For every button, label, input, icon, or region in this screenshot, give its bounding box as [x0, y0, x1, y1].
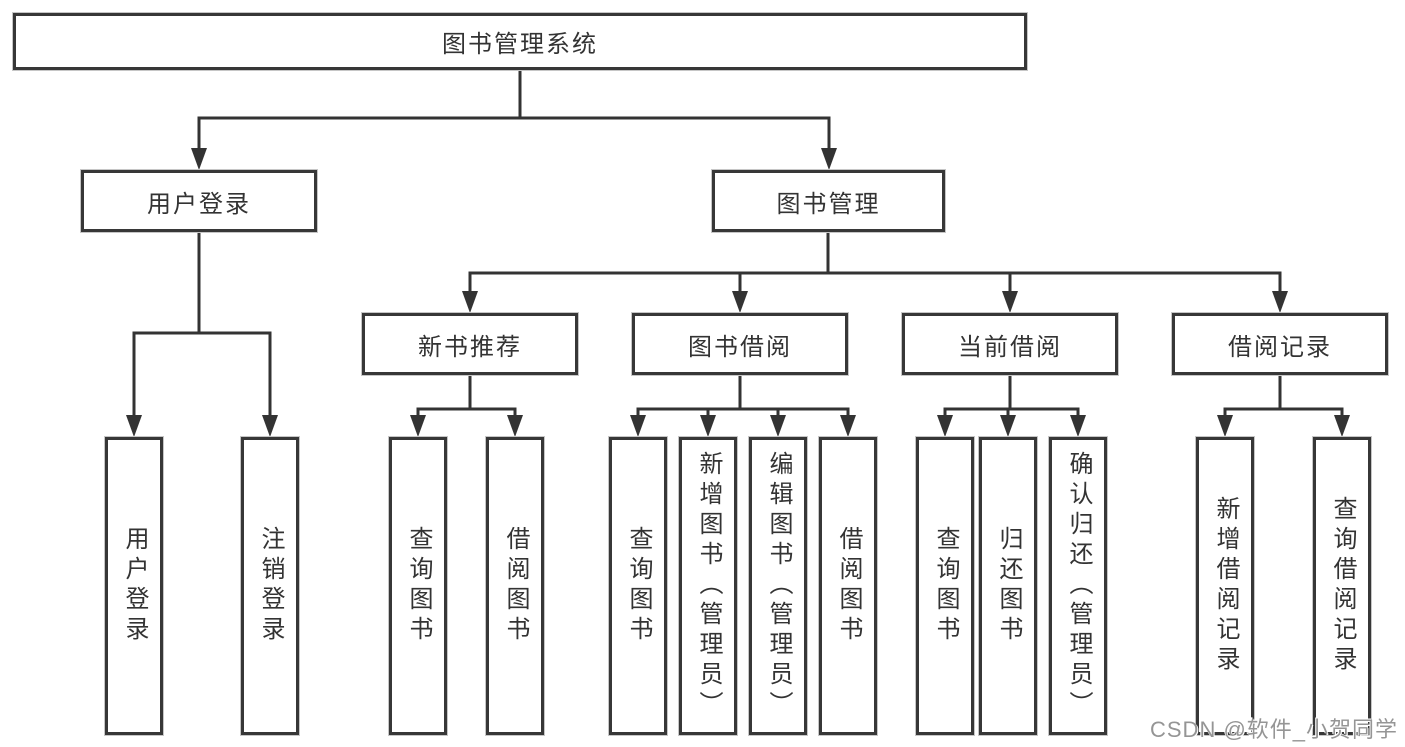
- node-borrow-records-label: 借阅记录: [1228, 333, 1332, 361]
- leaf-borrow-books: 借阅图书: [818, 436, 878, 736]
- leaf-borrow-books-recommend: 借阅图书: [485, 436, 545, 736]
- leaf-user-login: 用户登录: [104, 436, 164, 736]
- node-user-login-label: 用户登录: [147, 190, 251, 218]
- leaf-edit-books-admin-label: 编辑图书（管理员）: [765, 451, 792, 721]
- leaf-add-borrow-record: 新增借阅记录: [1195, 436, 1255, 736]
- node-new-book-recommend: 新书推荐: [361, 312, 579, 376]
- node-new-book-recommend-label: 新书推荐: [418, 333, 522, 361]
- node-book-management-label: 图书管理: [776, 190, 881, 218]
- leaf-return-books-label: 归还图书: [995, 526, 1022, 646]
- leaf-edit-books-admin: 编辑图书（管理员）: [748, 436, 808, 736]
- leaf-query-books-recommend-label: 查询图书: [405, 526, 432, 646]
- leaf-logout-label: 注销登录: [257, 526, 284, 646]
- leaf-query-borrow-record: 查询借阅记录: [1312, 436, 1372, 736]
- leaf-query-books-recommend: 查询图书: [388, 436, 448, 736]
- node-book-management: 图书管理: [711, 169, 946, 233]
- node-user-login: 用户登录: [80, 169, 318, 233]
- leaf-return-books: 归还图书: [978, 436, 1038, 736]
- node-current-borrow-label: 当前借阅: [958, 333, 1062, 361]
- leaf-add-books-admin-label: 新增图书（管理员）: [695, 451, 722, 721]
- leaf-borrow-books-recommend-label: 借阅图书: [502, 526, 529, 646]
- leaf-query-books-borrow: 查询图书: [608, 436, 668, 736]
- node-root-label: 图书管理系统: [442, 31, 598, 58]
- node-current-borrow: 当前借阅: [901, 312, 1119, 376]
- node-borrow-records: 借阅记录: [1171, 312, 1389, 376]
- leaf-add-books-admin: 新增图书（管理员）: [678, 436, 738, 736]
- leaf-confirm-return-admin-label: 确认归还（管理员）: [1065, 451, 1092, 721]
- leaf-query-borrow-record-label: 查询借阅记录: [1329, 496, 1356, 676]
- node-book-borrow-label: 图书借阅: [688, 333, 792, 361]
- leaf-add-borrow-record-label: 新增借阅记录: [1212, 496, 1239, 676]
- leaf-query-books-current: 查询图书: [915, 436, 975, 736]
- leaf-user-login-label: 用户登录: [121, 526, 148, 646]
- node-root: 图书管理系统: [12, 12, 1028, 71]
- leaf-borrow-books-label: 借阅图书: [835, 526, 862, 646]
- leaf-query-books-borrow-label: 查询图书: [625, 526, 652, 646]
- node-book-borrow: 图书借阅: [631, 312, 849, 376]
- arrowheads: [126, 148, 1350, 437]
- leaf-query-books-current-label: 查询图书: [932, 526, 959, 646]
- leaf-logout: 注销登录: [240, 436, 300, 736]
- leaf-confirm-return-admin: 确认归还（管理员）: [1048, 436, 1108, 736]
- csdn-watermark: CSDN @软件_小贺同学: [1150, 717, 1399, 742]
